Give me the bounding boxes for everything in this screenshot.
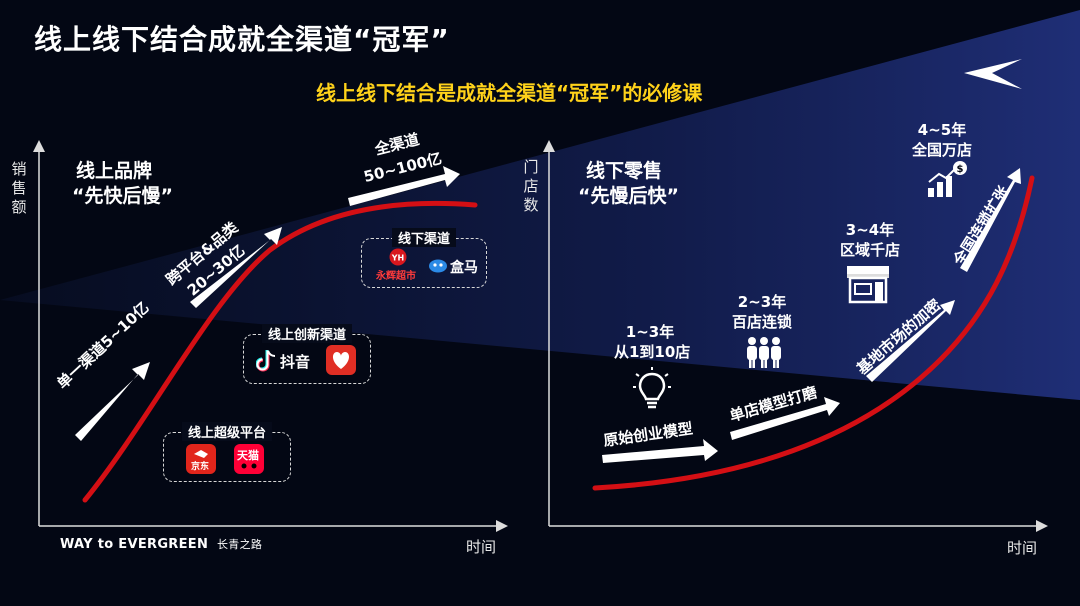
right-stage-1-milestone: 1~3年 从1到10店	[614, 322, 691, 362]
right-stage-2-stores: 百店连锁	[731, 313, 792, 331]
lightbulb-icon	[633, 367, 671, 409]
right-stage-1-years: 1~3年	[625, 323, 675, 341]
yonghui-label: 永辉超市	[376, 271, 416, 282]
right-stage-3-milestone: 3~4年 区域千店	[834, 220, 906, 260]
online-super-platforms-title: 线上超级平台	[181, 422, 273, 441]
people-icon	[747, 337, 781, 368]
svg-text:YH: YH	[391, 254, 405, 263]
right-section-line2: “先慢后快”	[578, 185, 679, 207]
jd-label: 京东	[191, 462, 210, 472]
growth-chart-icon: $	[928, 161, 967, 197]
tmall-logo-icon: 天猫	[234, 444, 264, 474]
right-stage-2-years: 2~3年	[737, 293, 787, 311]
svg-text:$: $	[957, 164, 964, 175]
page-title: 线上线下结合成就全渠道“冠军”	[34, 23, 450, 56]
douyin-logo-icon	[256, 350, 276, 372]
left-section-line1: 线上品牌	[76, 160, 153, 182]
right-stage-3-years: 3~4年	[845, 221, 895, 239]
right-stage-3-stores: 区域千店	[839, 241, 900, 259]
left-section-title: 线上品牌 “先快后慢”	[72, 159, 173, 209]
footer-brand: WAY to EVERGREEN 长青之路	[60, 536, 262, 552]
right-y-axis-label: 门店数	[523, 158, 539, 214]
right-x-axis-label: 时间	[1007, 539, 1038, 557]
hema-label: 盒马	[450, 260, 478, 276]
tmall-label: 天猫	[237, 449, 259, 462]
right-stage-4-milestone: 4~5年 全国万店	[906, 120, 978, 160]
footer-brand-en: WAY to EVERGREEN	[60, 537, 209, 552]
page-subtitle: 线上线下结合是成就全渠道“冠军”的必修课	[316, 81, 703, 105]
hema-logo-icon	[429, 259, 447, 273]
offline-channels-box: 线下渠道 YH 永辉超市 盒马	[361, 228, 487, 288]
footer-brand-cn: 长青之路	[216, 538, 263, 551]
right-stage-4-years: 4~5年	[917, 121, 967, 139]
online-innovative-channels-title: 线上创新渠道	[261, 324, 353, 343]
online-super-platforms-box: 线上超级平台 京东 天猫	[163, 422, 291, 482]
pinduoduo-logo-icon	[326, 345, 356, 375]
right-stage-1-stores: 从1到10店	[614, 343, 691, 361]
right-stage-4-stores: 全国万店	[911, 141, 972, 159]
douyin-label: 抖音	[280, 353, 311, 371]
online-innovative-channels-box: 线上创新渠道 抖音	[243, 324, 371, 384]
yonghui-logo-icon: YH	[389, 248, 407, 266]
left-x-axis-label: 时间	[466, 538, 497, 556]
logo-icon	[964, 59, 1022, 89]
right-stage-2-milestone: 2~3年 百店连锁	[726, 292, 798, 332]
right-section-title: 线下零售 “先慢后快”	[578, 159, 679, 209]
storefront-icon	[847, 266, 889, 304]
right-section-line1: 线下零售	[586, 160, 663, 182]
offline-channels-title: 线下渠道	[391, 228, 457, 247]
left-y-axis-label: 销售额	[11, 160, 27, 216]
jd-logo-icon: 京东	[186, 444, 216, 474]
left-section-line2: “先快后慢”	[72, 185, 173, 207]
